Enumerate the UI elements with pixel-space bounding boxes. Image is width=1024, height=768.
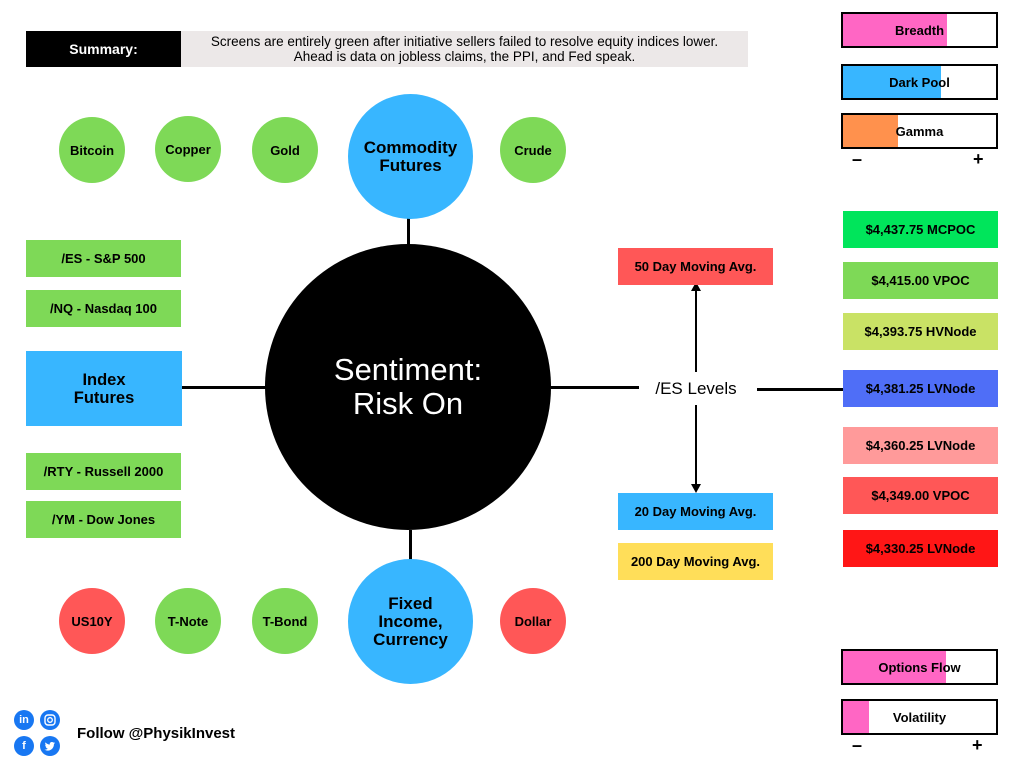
fixed-income-tnote: T-Note bbox=[155, 588, 221, 654]
gauge-top-minus: – bbox=[852, 149, 863, 169]
sentiment-circle: Sentiment: Risk On bbox=[265, 244, 551, 530]
gauge-breadth-fill bbox=[843, 14, 948, 46]
linkedin-icon[interactable]: in bbox=[14, 710, 34, 730]
instagram-icon[interactable] bbox=[40, 710, 60, 730]
gauge-dark-pool: Dark Pool bbox=[841, 64, 998, 100]
fixed-income-tbond: T-Bond bbox=[252, 588, 318, 654]
gauge-options-flow-fill bbox=[843, 651, 946, 683]
index-nq: /NQ - Nasdaq 100 bbox=[26, 290, 181, 327]
commodity-gold: Gold bbox=[252, 117, 318, 183]
gauge-breadth-label: Breadth bbox=[894, 22, 945, 38]
gauge-volatility-label: Volatility bbox=[892, 709, 947, 725]
gauge-bottom-minus: – bbox=[852, 735, 863, 755]
arrow-up bbox=[691, 282, 701, 372]
gauge-gamma: Gamma bbox=[841, 113, 998, 149]
level-vpoc-lower: $4,349.00 VPOC bbox=[843, 477, 998, 514]
fixed-income-us10y: US10Y bbox=[59, 588, 125, 654]
commodity-bitcoin: Bitcoin bbox=[59, 117, 125, 183]
summary-label: Summary: bbox=[26, 31, 181, 67]
index-rty: /RTY - Russell 2000 bbox=[26, 453, 181, 490]
commodity-copper: Copper bbox=[155, 116, 221, 182]
connector-top bbox=[407, 218, 410, 246]
gauge-gamma-fill bbox=[843, 115, 899, 147]
gauge-volatility-fill bbox=[843, 701, 869, 733]
sentiment-value: Risk On bbox=[352, 386, 464, 421]
gauge-bottom-plus: + bbox=[972, 735, 983, 755]
arrow-down bbox=[691, 405, 701, 493]
gauge-breadth: Breadth bbox=[841, 12, 998, 48]
follow-text[interactable]: Follow @PhysikInvest bbox=[77, 725, 235, 742]
index-es: /ES - S&P 500 bbox=[26, 240, 181, 277]
gauge-options-flow: Options Flow bbox=[841, 649, 998, 685]
sentiment-label: Sentiment: bbox=[333, 352, 483, 387]
summary-line-2: Ahead is data on jobless claims, the PPI… bbox=[293, 49, 636, 64]
fixed-income-dollar: Dollar bbox=[500, 588, 566, 654]
index-futures-box: Index Futures bbox=[26, 351, 182, 426]
gauge-top-plus: + bbox=[973, 149, 984, 169]
connector-bottom bbox=[409, 530, 412, 560]
level-mcpoc: $4,437.75 MCPOC bbox=[843, 211, 998, 248]
level-lvnode-4330: $4,330.25 LVNode bbox=[843, 530, 998, 567]
es-levels-title: /ES Levels bbox=[655, 379, 737, 398]
gauge-dark-pool-fill bbox=[843, 66, 941, 98]
level-lvnode-4360: $4,360.25 LVNode bbox=[843, 427, 998, 464]
commodity-crude: Crude bbox=[500, 117, 566, 183]
twitter-icon[interactable] bbox=[40, 736, 60, 756]
connector-levels bbox=[757, 388, 843, 391]
gauge-volatility: Volatility bbox=[841, 699, 998, 735]
connector-left bbox=[182, 386, 266, 389]
ma-200-day: 200 Day Moving Avg. bbox=[618, 543, 773, 580]
index-ym: /YM - Dow Jones bbox=[26, 501, 181, 538]
summary-text: Screens are entirely green after initiat… bbox=[181, 31, 748, 67]
fixed-income-circle: Fixed Income, Currency bbox=[348, 559, 473, 684]
ma-50-day: 50 Day Moving Avg. bbox=[618, 248, 773, 285]
gauge-gamma-label: Gamma bbox=[895, 123, 944, 139]
facebook-icon[interactable]: f bbox=[14, 736, 34, 756]
ma-20-day: 20 Day Moving Avg. bbox=[618, 493, 773, 530]
level-vpoc-upper: $4,415.00 VPOC bbox=[843, 262, 998, 299]
level-lvnode-4381: $4,381.25 LVNode bbox=[843, 370, 998, 407]
gauge-options-flow-label: Options Flow bbox=[878, 659, 961, 675]
summary-line-1: Screens are entirely green after initiat… bbox=[210, 34, 719, 49]
commodity-futures-circle: Commodity Futures bbox=[348, 94, 473, 219]
gauge-dark-pool-label: Dark Pool bbox=[889, 74, 950, 90]
connector-right bbox=[551, 386, 639, 389]
level-hvnode: $4,393.75 HVNode bbox=[843, 313, 998, 350]
